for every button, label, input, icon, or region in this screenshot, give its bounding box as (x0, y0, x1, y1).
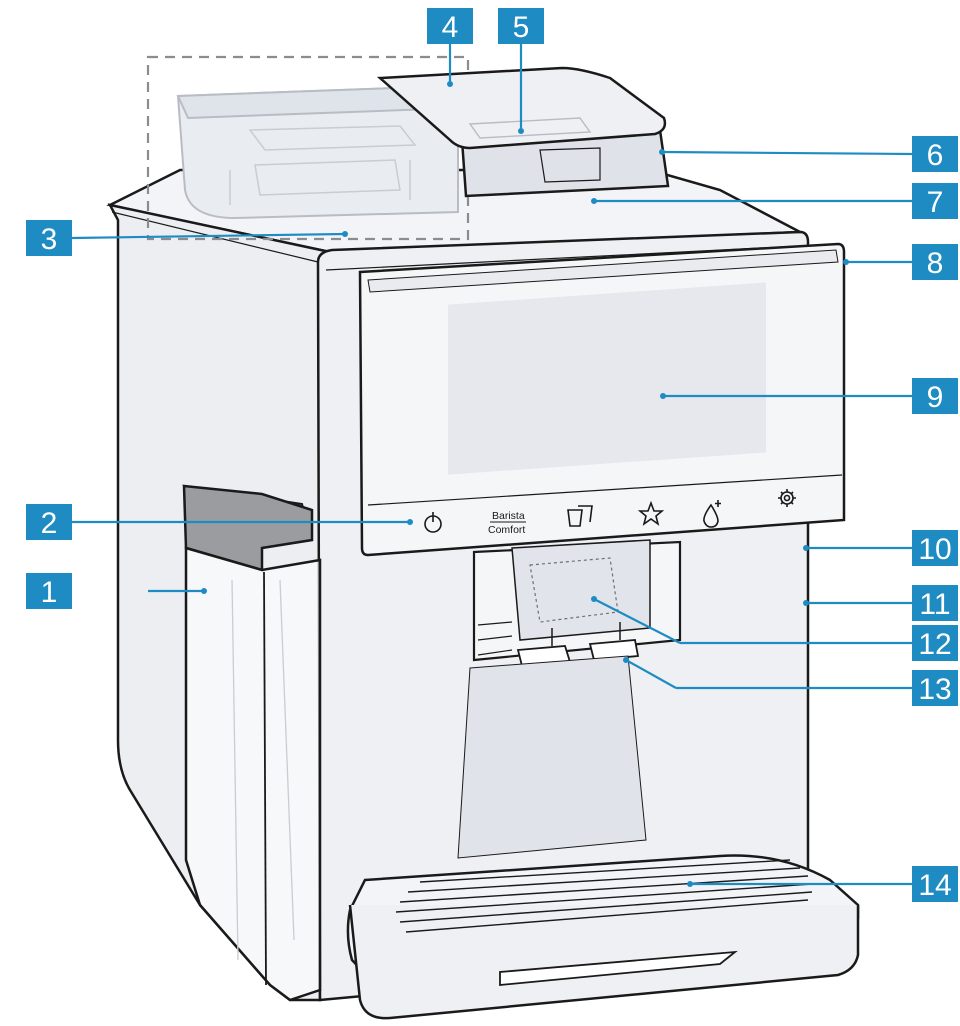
callout-13: 13 (912, 670, 958, 706)
milk-container (182, 484, 322, 1002)
callout-6: 6 (912, 136, 958, 172)
callout-14: 14 (912, 866, 958, 902)
settings-gear-icon[interactable] (778, 489, 796, 507)
svg-text:12: 12 (918, 628, 951, 661)
callout-12: 12 (912, 625, 958, 661)
svg-text:14: 14 (918, 869, 951, 902)
beverage-outlet (457, 539, 682, 859)
power-icon[interactable] (424, 512, 442, 533)
svg-text:6: 6 (927, 139, 944, 172)
comfort-label[interactable]: Comfort (488, 524, 525, 536)
svg-text:8: 8 (927, 247, 944, 280)
container-lid (376, 66, 670, 198)
callout-10: 10 (912, 530, 958, 566)
callout-3: 3 (26, 220, 72, 256)
svg-text:9: 9 (927, 381, 944, 414)
svg-text:4: 4 (442, 11, 459, 44)
svg-text:7: 7 (927, 186, 944, 219)
svg-text:5: 5 (513, 11, 530, 44)
callout-11: 11 (912, 585, 958, 621)
callout-2: 2 (26, 504, 72, 540)
display-screen (448, 282, 766, 475)
favorite-star-icon[interactable] (637, 500, 665, 526)
drip-tray (346, 854, 860, 1020)
svg-text:3: 3 (41, 223, 58, 256)
front-panel: Barista Comfort (358, 242, 846, 557)
control-row: Barista Comfort (424, 489, 796, 536)
svg-text:1: 1 (41, 576, 58, 609)
svg-text:2: 2 (41, 507, 58, 540)
callout-5: 5 (498, 8, 544, 44)
callout-8: 8 (912, 244, 958, 280)
svg-text:11: 11 (919, 588, 950, 621)
svg-text:13: 13 (918, 673, 951, 706)
cups-icon[interactable] (567, 505, 593, 527)
barista-label[interactable]: Barista (492, 510, 525, 522)
callout-7: 7 (912, 183, 958, 219)
callout-4: 4 (427, 8, 473, 44)
leader-lines (71, 44, 913, 887)
water-drop-plus-icon[interactable] (703, 500, 721, 528)
svg-text:10: 10 (918, 533, 951, 566)
callout-9: 9 (912, 378, 958, 414)
callout-1: 1 (26, 573, 72, 609)
